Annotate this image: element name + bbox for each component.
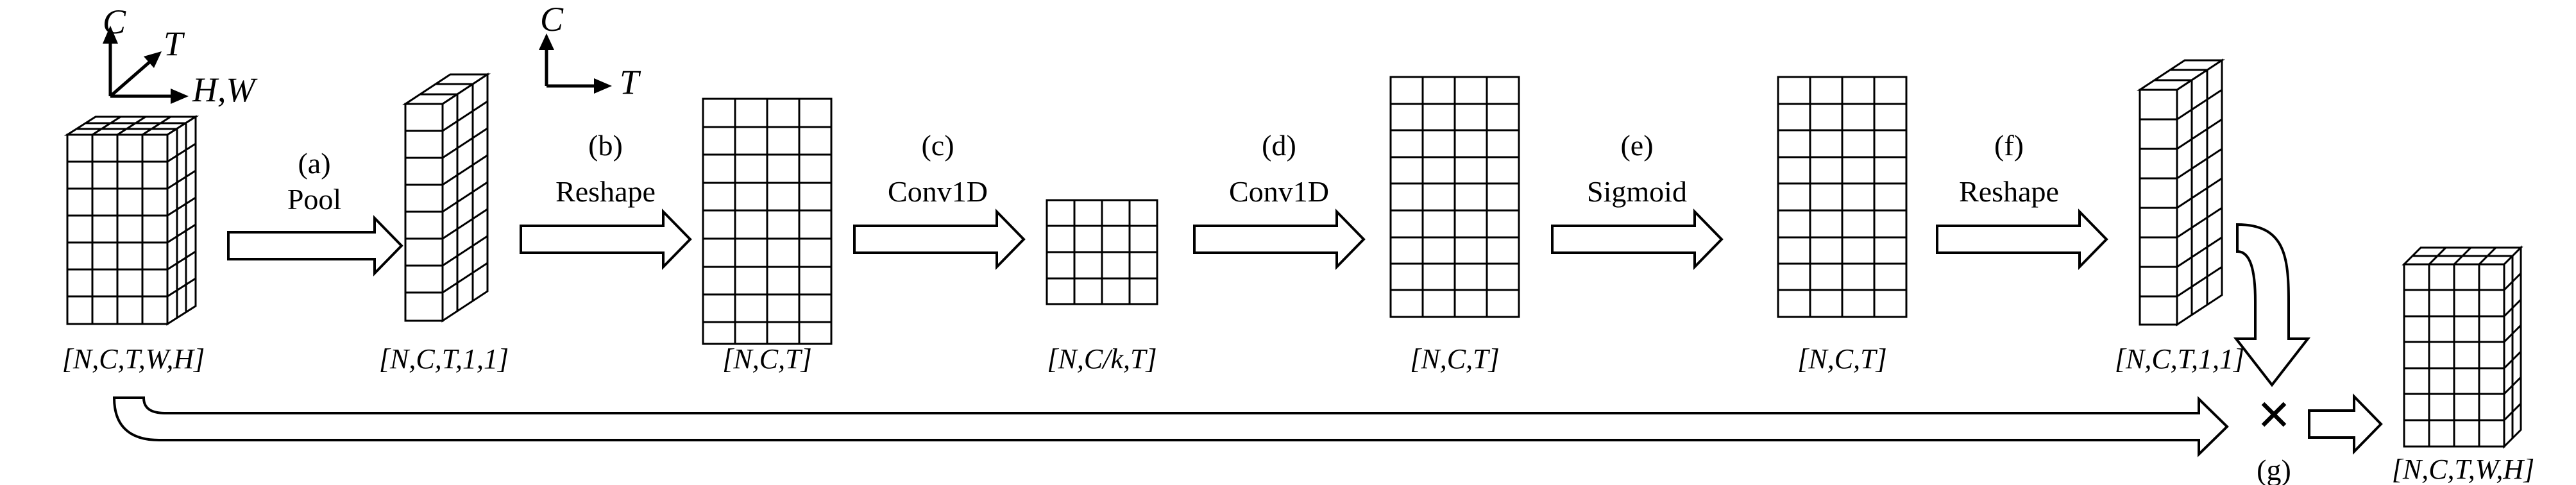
step-e-name: Sigmoid — [1587, 175, 1687, 208]
step-g-letter: (g) — [2257, 454, 2291, 485]
arrow-f — [1936, 208, 2108, 270]
step-c-name: Conv1D — [888, 175, 988, 208]
shape-label-conv-restored: [N,C,T] — [1410, 343, 1499, 375]
axes-indicator-2d — [539, 33, 612, 94]
step-a-name: Pool — [287, 183, 341, 216]
step-f-name: Reshape — [1959, 175, 2059, 208]
step-d-name: Conv1D — [1229, 175, 1329, 208]
axis-label-t: T — [164, 24, 185, 63]
conv-restored-grid — [1389, 76, 1520, 318]
shape-label-conv-small: [N,C/k,T] — [1047, 343, 1157, 375]
shape-label-pooled: [N,C,T,1,1] — [379, 343, 509, 375]
shape-label-weights: [N,C,T,1,1] — [2115, 343, 2244, 375]
arrow-b — [520, 208, 692, 270]
step-c-letter: (c) — [921, 129, 954, 162]
axis-label-c: C — [103, 3, 126, 41]
input-tensor-cube — [64, 115, 199, 326]
arrow-c — [853, 208, 1026, 270]
step-b-name: Reshape — [555, 175, 656, 208]
arrow-weights-down — [2233, 223, 2311, 387]
step-e-letter: (e) — [1620, 129, 1653, 162]
output-tensor-cube — [2402, 245, 2523, 449]
axis-label-c2: C — [540, 0, 564, 38]
step-f-letter: (f) — [1994, 129, 2024, 162]
step-a-letter: (a) — [298, 147, 330, 180]
axes-indicator-3d — [103, 26, 189, 104]
step-b-letter: (b) — [588, 129, 623, 162]
pooled-tensor-column — [402, 72, 491, 323]
arrow-skip-connection — [112, 396, 2229, 457]
axis-label-hw: H,W — [192, 71, 258, 109]
conv-small-grid — [1046, 199, 1158, 305]
axis-label-t2: T — [620, 63, 641, 101]
arrow-e — [1551, 208, 1724, 270]
step-d-letter: (d) — [1262, 129, 1296, 162]
shape-label-sigmoid: [N,C,T] — [1797, 343, 1886, 375]
sigmoid-grid — [1777, 76, 1908, 318]
arrow-a — [227, 215, 403, 277]
weights-tensor-column — [2136, 58, 2226, 327]
reshaped-grid — [702, 98, 833, 345]
multiply-icon: ✕ — [2256, 391, 2291, 440]
shape-label-reshaped: [N,C,T] — [722, 343, 811, 375]
arrow-d — [1193, 208, 1366, 270]
shape-label-output: [N,C,T,W,H] — [2392, 454, 2535, 485]
arrow-output — [2308, 393, 2383, 455]
shape-label-input: [N,C,T,W,H] — [62, 343, 205, 375]
